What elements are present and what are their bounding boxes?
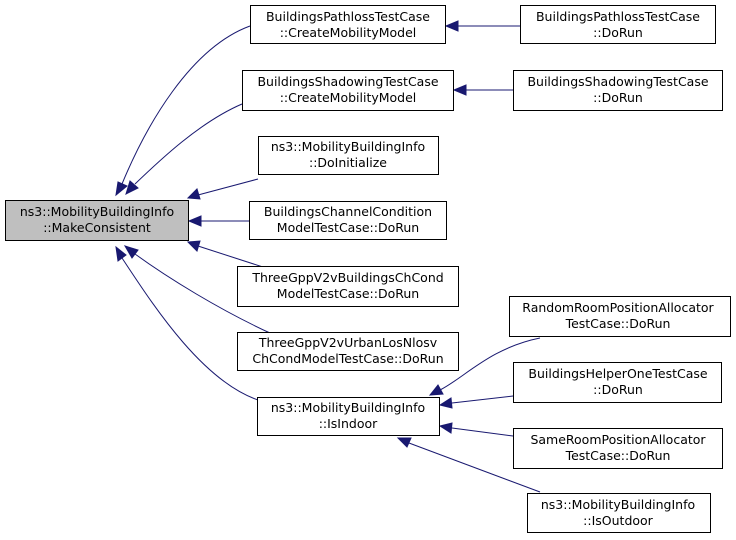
edge-do-initialize-to-make-consistent bbox=[197, 178, 259, 196]
node-is-indoor[interactable]: ns3::MobilityBuildingInfo ::IsIndoor bbox=[257, 397, 440, 436]
edge-helper-one-to-is-indoor bbox=[451, 395, 514, 404]
edge-same-room-to-is-indoor bbox=[451, 427, 514, 437]
node-is-indoor-line1: ns3::MobilityBuildingInfo bbox=[271, 400, 425, 415]
node-v2v-urban-line2: ChCondModelTestCase::DoRun bbox=[252, 351, 443, 366]
edges bbox=[115, 20, 541, 493]
node-shadowing-dorun-line2: ::DoRun bbox=[593, 90, 643, 105]
edge-pathloss-cmm-to-make-consistent bbox=[121, 25, 251, 185]
node-make-consistent[interactable]: ns3::MobilityBuildingInfo ::MakeConsiste… bbox=[5, 200, 189, 241]
node-make-consistent-line1: ns3::MobilityBuildingInfo bbox=[20, 204, 174, 219]
node-pathloss-cmm-line1: BuildingsPathlossTestCase bbox=[266, 9, 430, 24]
node-pathloss-cmm-line2: ::CreateMobilityModel bbox=[280, 25, 417, 40]
node-shadowing-cmm-line1: BuildingsShadowingTestCase bbox=[257, 74, 438, 89]
edge-arrowhead bbox=[438, 422, 453, 434]
edge-arrowhead bbox=[186, 188, 201, 200]
node-shadowing-cmm-line2: ::CreateMobilityModel bbox=[280, 90, 417, 105]
node-is-outdoor-line1: ns3::MobilityBuildingInfo bbox=[541, 497, 695, 512]
node-helper-one-line2: ::DoRun bbox=[593, 382, 643, 397]
node-do-initialize-line2: ::DoInitialize bbox=[309, 155, 387, 170]
node-helper-one-line1: BuildingsHelperOneTestCase bbox=[528, 366, 708, 381]
node-do-initialize-line1: ns3::MobilityBuildingInfo bbox=[271, 139, 425, 154]
edge-arrowhead bbox=[444, 20, 459, 32]
node-pathloss-dorun-line1: BuildingsPathlossTestCase bbox=[536, 9, 700, 24]
node-v2v-buildings-line1: ThreeGppV2vBuildingsChCond bbox=[251, 270, 443, 285]
node-is-indoor-line2: ::IsIndoor bbox=[319, 416, 378, 431]
node-make-consistent-line2: ::MakeConsistent bbox=[43, 220, 151, 235]
edge-is-indoor-to-make-consistent bbox=[121, 257, 259, 401]
edge-arrowhead bbox=[396, 437, 412, 448]
node-v2v-buildings-line2: ModelTestCase::DoRun bbox=[277, 286, 419, 301]
node-channel-condition-dorun[interactable]: BuildingsChannelCondition ModelTestCase:… bbox=[249, 201, 447, 240]
edge-arrowhead bbox=[123, 245, 139, 259]
node-random-room-line2: TestCase::DoRun bbox=[565, 316, 671, 331]
node-helper-one-dorun[interactable]: BuildingsHelperOneTestCase ::DoRun bbox=[513, 362, 722, 403]
edge-arrowhead bbox=[115, 245, 127, 262]
node-same-room-line1: SameRoomPositionAllocator bbox=[530, 432, 706, 447]
edge-arrowhead bbox=[186, 240, 201, 252]
node-channel-condition-line2: ModelTestCase::DoRun bbox=[277, 220, 419, 235]
edge-arrowhead bbox=[115, 181, 128, 197]
edge-random-room-to-is-indoor bbox=[439, 337, 541, 391]
edge-arrowhead bbox=[428, 384, 444, 396]
node-same-room-dorun[interactable]: SameRoomPositionAllocator TestCase::DoRu… bbox=[513, 428, 723, 469]
node-same-room-line2: TestCase::DoRun bbox=[565, 448, 671, 463]
node-random-room-line1: RandomRoomPositionAllocator bbox=[522, 300, 714, 315]
node-shadowing-dorun[interactable]: BuildingsShadowingTestCase ::DoRun bbox=[513, 70, 723, 111]
node-is-outdoor[interactable]: ns3::MobilityBuildingInfo ::IsOutdoor bbox=[527, 493, 711, 533]
node-is-outdoor-line2: ::IsOutdoor bbox=[583, 513, 654, 528]
edge-arrowhead bbox=[125, 180, 139, 195]
edge-v2v-buildings-to-make-consistent bbox=[197, 245, 267, 269]
node-v2v-urban-dorun[interactable]: ThreeGppV2vUrbanLosNlosv ChCondModelTest… bbox=[237, 332, 459, 371]
node-v2v-buildings-dorun[interactable]: ThreeGppV2vBuildingsChCond ModelTestCase… bbox=[237, 266, 459, 307]
node-channel-condition-line1: BuildingsChannelCondition bbox=[264, 204, 432, 219]
node-pathloss-dorun[interactable]: BuildingsPathlossTestCase ::DoRun bbox=[520, 5, 716, 44]
node-shadowing-create-mobility-model[interactable]: BuildingsShadowingTestCase ::CreateMobil… bbox=[242, 70, 454, 111]
node-pathloss-dorun-line2: ::DoRun bbox=[593, 25, 643, 40]
node-v2v-urban-line1: ThreeGppV2vUrbanLosNlosv bbox=[258, 335, 438, 350]
edge-is-outdoor-to-is-indoor bbox=[408, 442, 541, 493]
node-pathloss-create-mobility-model[interactable]: BuildingsPathlossTestCase ::CreateMobili… bbox=[250, 5, 446, 44]
node-do-initialize[interactable]: ns3::MobilityBuildingInfo ::DoInitialize bbox=[258, 136, 439, 175]
edge-arrowhead bbox=[187, 215, 202, 227]
edge-shadowing-cmm-to-make-consistent bbox=[134, 103, 243, 185]
edge-arrowhead bbox=[452, 84, 467, 96]
edge-v2v-urban-to-make-consistent bbox=[134, 253, 271, 334]
edge-arrowhead bbox=[438, 397, 453, 409]
node-shadowing-dorun-line1: BuildingsShadowingTestCase bbox=[527, 74, 708, 89]
node-random-room-dorun[interactable]: RandomRoomPositionAllocator TestCase::Do… bbox=[509, 296, 731, 337]
